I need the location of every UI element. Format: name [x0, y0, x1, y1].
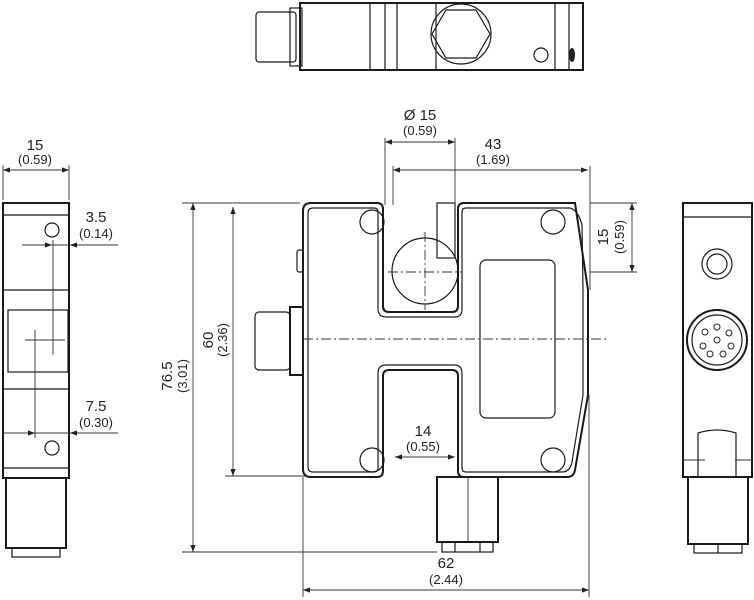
dim-height-60: 60 [200, 332, 217, 349]
dim-height-76-5-in: (3.01) [175, 359, 190, 393]
front-view: Ø 15 (0.59) 43 (1.69) 15 (0.59) 76.5 (3.… [159, 107, 637, 597]
dim-bore-diameter-in: (0.59) [403, 123, 437, 138]
dim-bore-diameter: Ø 15 [404, 107, 437, 124]
dim-width-43-in: (1.69) [476, 152, 510, 167]
dim-depth-15: 15 [27, 137, 44, 154]
dim-offset-15: 15 [595, 229, 612, 246]
dim-offset-15-in: (0.59) [612, 220, 627, 254]
dim-height-76-5: 76.5 [159, 361, 176, 390]
screw-icon [533, 47, 549, 63]
dim-slot-14: 14 [415, 423, 432, 440]
top-view [255, 2, 584, 71]
dim-hole-3-5: 3.5 [86, 209, 107, 226]
connector-icon [686, 309, 748, 371]
dim-hole-7-5-in: (0.30) [79, 415, 113, 430]
dim-hole-3-5-in: (0.14) [79, 226, 113, 241]
dim-height-60-in: (2.36) [215, 323, 230, 357]
side-view-left: 15 (0.59) 3.5 (0.14) 7.5 (0.30) [2, 137, 118, 558]
dim-slot-14-in: (0.55) [406, 439, 440, 454]
side-view-right [682, 202, 753, 554]
dim-width-62: 62 [438, 555, 455, 572]
dim-width-43: 43 [485, 136, 502, 153]
dim-width-62-in: (2.44) [429, 572, 463, 587]
dim-hole-7-5: 7.5 [86, 398, 107, 415]
dim-depth-15-in: (0.59) [18, 152, 52, 167]
